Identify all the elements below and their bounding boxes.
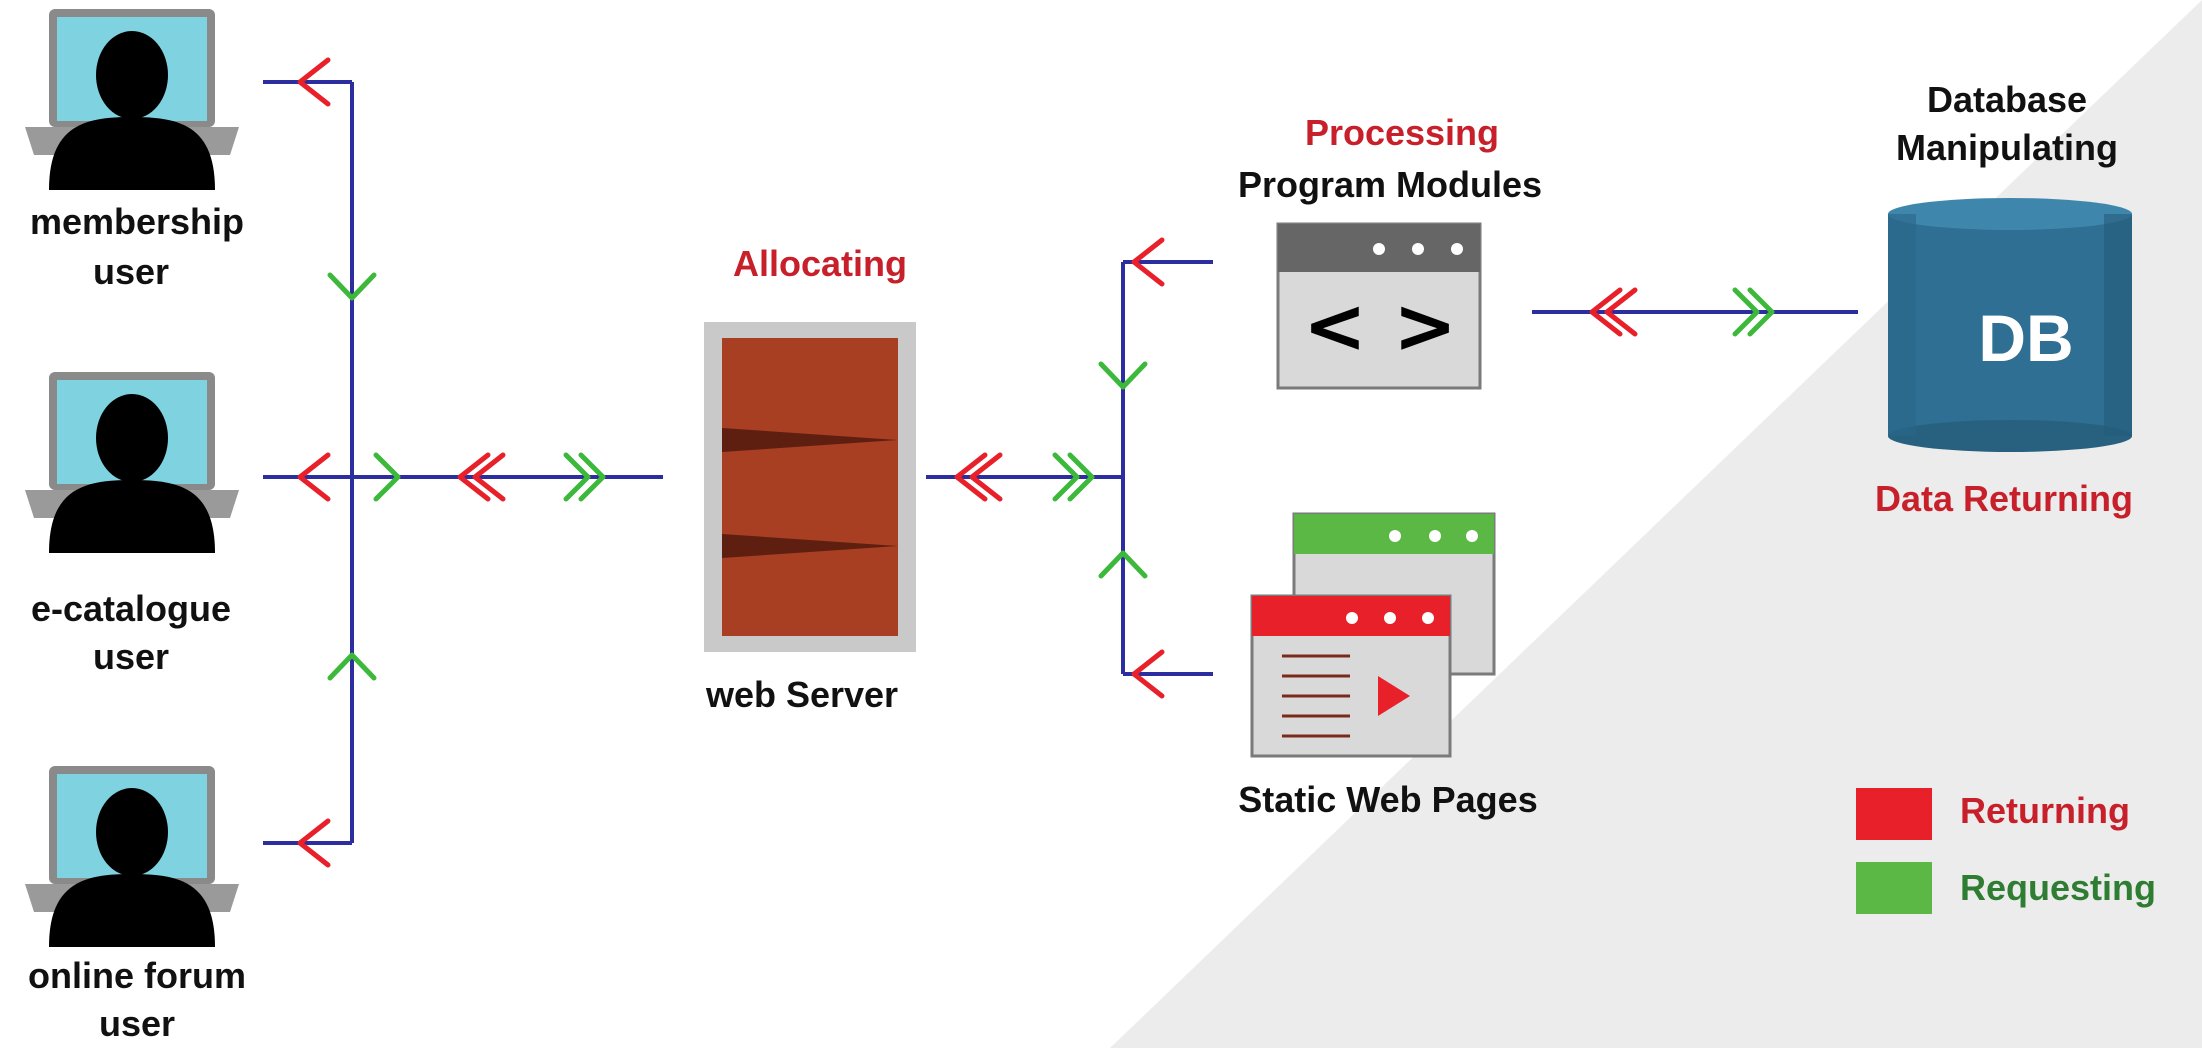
database-icon [1888, 198, 2132, 452]
database-label-line1: Database [1927, 79, 2087, 120]
user-online-forum-label-line1: online forum [28, 955, 246, 996]
modules-action-label: Processing [1305, 112, 1499, 153]
database-symbol: DB [1978, 301, 2073, 375]
legend: Returning Requesting [1856, 788, 2156, 914]
web-server-icon [704, 322, 916, 652]
legend-returning-label: Returning [1960, 790, 2130, 831]
user-ecatalogue-label-line2: user [93, 636, 169, 677]
server-name-label: web Server [705, 674, 898, 715]
server-bus-arrows [954, 237, 1775, 699]
user-bus-lines [263, 80, 663, 845]
legend-requesting-swatch [1856, 862, 1932, 914]
static-pages-label: Static Web Pages [1238, 779, 1537, 820]
static-pages-icon [1250, 512, 1496, 758]
user-membership-label-line2: user [93, 251, 169, 292]
user-ecatalogue-icon [25, 372, 239, 553]
legend-returning-swatch [1856, 788, 1932, 840]
legend-requesting-label: Requesting [1960, 867, 2156, 908]
modules-name-label: Program Modules [1238, 164, 1542, 205]
code-window-icon [1276, 222, 1482, 390]
user-membership-label-line1: membership [30, 201, 244, 242]
user-online-forum-icon [25, 766, 239, 947]
user-bus-arrows [297, 57, 606, 868]
user-online-forum-label-line2: user [99, 1003, 175, 1044]
user-membership-icon [25, 9, 239, 190]
database-label-line2: Manipulating [1896, 127, 2118, 168]
database-returning-label: Data Returning [1875, 478, 2133, 519]
user-ecatalogue-label-line1: e-catalogue [31, 588, 231, 629]
code-symbol: < > [1303, 281, 1457, 370]
server-action-label: Allocating [733, 243, 907, 284]
